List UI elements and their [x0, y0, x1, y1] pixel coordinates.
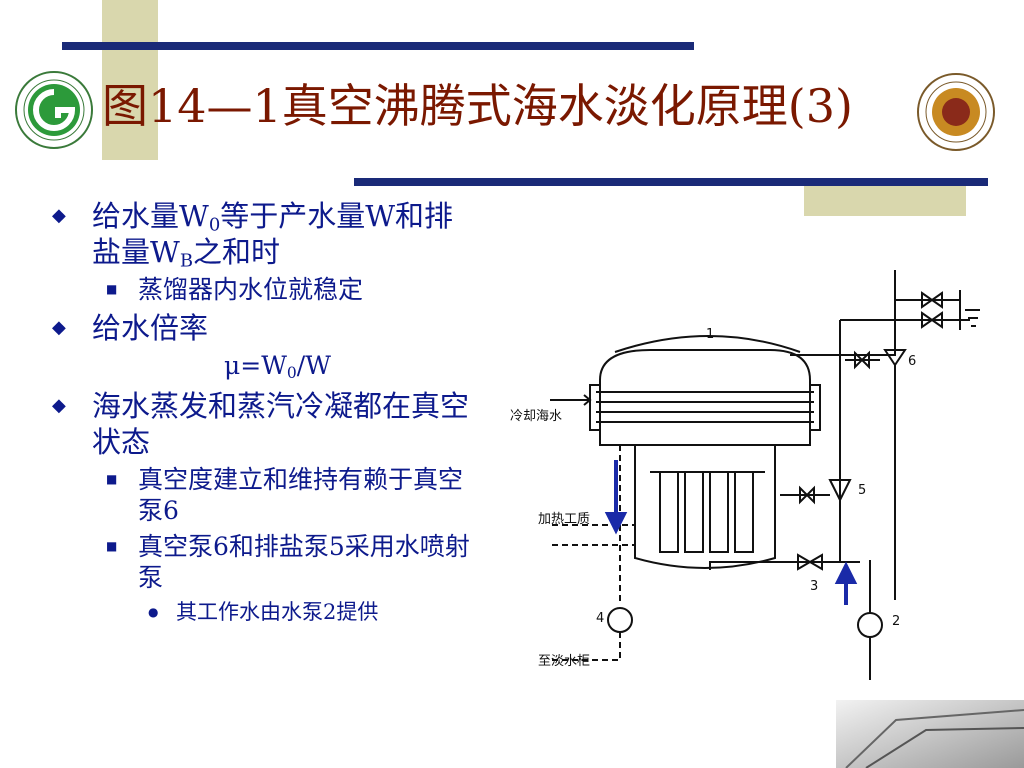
bullet-vacuum-state: ◆ 海水蒸发和蒸汽冷凝都在真空状态 — [52, 389, 470, 459]
label-5: 5 — [858, 483, 866, 498]
condenser-shell — [599, 349, 811, 446]
label-heating-medium: 加热工质 — [538, 512, 590, 527]
label-3: 3 — [810, 579, 818, 594]
university-logo-icon — [15, 71, 93, 149]
label-2: 2 — [892, 614, 900, 629]
slide-title: 图14—1真空沸腾式海水淡化原理(3) — [102, 79, 853, 133]
bullet-feed-water: ◆ 给水量W0等于产水量W和排盐量WB之和时 — [52, 199, 454, 272]
valve-6 — [854, 350, 870, 370]
corner-photo — [836, 700, 1024, 768]
bullet-ejector-pumps: ■ 真空泵6和排盐泵5采用水喷射泵 — [106, 532, 470, 592]
bullet-feed-ratio: ◆ 给水倍率 — [52, 311, 209, 345]
heating-tube-bank — [709, 471, 729, 553]
college-logo-icon — [917, 73, 995, 151]
square-bullet-icon: ■ — [106, 472, 118, 486]
top-rule — [62, 42, 694, 50]
dot-bullet-icon: ● — [148, 605, 159, 619]
label-6: 6 — [908, 354, 916, 369]
valve-3 — [797, 553, 823, 571]
pump-2 — [857, 612, 883, 638]
feed-ratio-formula: μ=W0/W — [224, 351, 331, 382]
label-to-fresh-tank: 至淡水柜 — [538, 654, 590, 669]
tube-header-left — [589, 384, 601, 431]
vacuum-line — [790, 299, 960, 356]
ejector-6 — [883, 349, 907, 367]
deco-vertical-bar — [102, 0, 158, 160]
square-bullet-icon: ■ — [106, 539, 118, 553]
label-1: 1 — [706, 327, 714, 342]
diamond-bullet-icon: ◆ — [52, 395, 66, 416]
ejector-5 — [828, 479, 852, 503]
label-4: 4 — [596, 611, 604, 626]
label-cooling-water: 冷却海水 — [510, 409, 562, 424]
bullet-list: ◆ 给水量W0等于产水量W和排盐量WB之和时 ■ 蒸馏器内水位就稳定 ◆ 给水倍… — [52, 198, 472, 626]
heating-tube-bank — [684, 471, 704, 553]
bullet-level-stable: ■ 蒸馏器内水位就稳定 — [106, 275, 364, 304]
square-bullet-icon: ■ — [106, 282, 118, 296]
bullet-vacuum-pump: ■ 真空度建立和维持有赖于真空泵6 — [106, 465, 464, 525]
diamond-bullet-icon: ◆ — [52, 205, 66, 226]
valve-top — [921, 311, 943, 329]
heating-section — [634, 445, 776, 569]
heating-tube-bank — [659, 471, 679, 553]
diamond-bullet-icon: ◆ — [52, 317, 66, 338]
tube-header-right — [809, 384, 821, 431]
desalination-schematic: 冷却海水 加热工质 至淡水柜 1 2 3 4 5 6 — [510, 270, 980, 680]
evaporator-dome — [614, 335, 801, 353]
bottom-rule — [354, 178, 988, 186]
valve-5 — [799, 485, 815, 505]
heating-tube-bank — [734, 471, 754, 553]
pump-4 — [607, 607, 633, 633]
bullet-water-supply: ● 其工作水由水泵2提供 — [148, 600, 379, 624]
deco-corner-block — [804, 186, 966, 216]
valve-top — [921, 291, 943, 309]
